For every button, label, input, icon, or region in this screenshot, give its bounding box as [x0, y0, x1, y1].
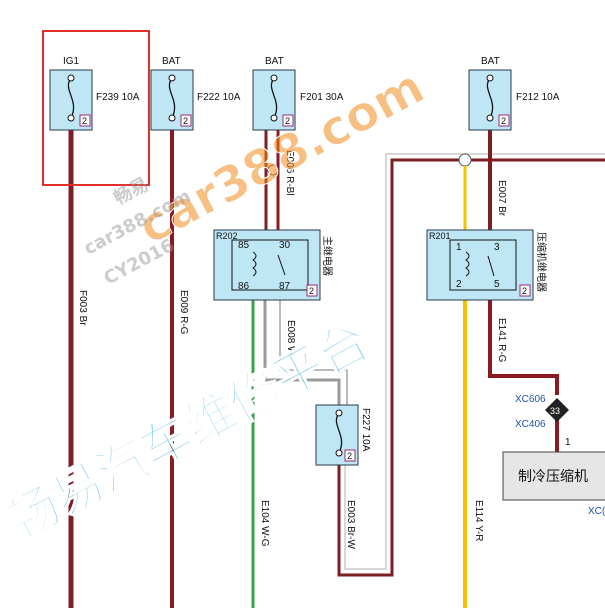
wire-e003-b — [344, 153, 605, 570]
relay-r201-pin-3: 3 — [494, 242, 500, 253]
relay-r201: R201 1 3 2 5 2 压缩机继电器 — [426, 229, 548, 301]
fuse-f227-pin: 2 — [347, 451, 352, 461]
relay-r202-pin: 2 — [309, 286, 314, 296]
wire-label-f003: F003 Br — [77, 290, 88, 326]
fuse-f239: 2 IG1 F239 10A — [49, 56, 140, 131]
connector-right-cut: XC( — [588, 506, 605, 517]
wire-label-e008: E008 W — [285, 320, 296, 356]
fuse-f212-supply: BAT — [481, 56, 500, 67]
relay-r201-pin-5: 5 — [494, 279, 500, 290]
relay-r202-pin-86: 86 — [238, 281, 250, 292]
wire-label-e006: E006 R-Bl — [284, 150, 295, 196]
fuse-f212: 2 BAT F212 10A — [468, 56, 560, 131]
highlight-box — [42, 30, 150, 186]
relay-r201-name: 压缩机继电器 — [535, 232, 548, 292]
fuse-f227-label: F227 10A — [360, 408, 371, 452]
fuse-f239-label: F239 10A — [96, 92, 140, 103]
fuse-f201: 2 BAT F201 30A — [252, 56, 344, 131]
relay-r202-pin-85: 85 — [238, 240, 250, 251]
fuse-f222: 2 BAT F222 10A — [150, 56, 241, 131]
compressor-label: 制冷压缩机 — [518, 469, 588, 485]
wire-label-e114: E114 Y-R — [473, 500, 484, 542]
relay-r201-label: R201 — [429, 231, 451, 241]
wire-e008-b — [279, 300, 348, 405]
wire-label-e141: E141 R-G — [496, 318, 507, 363]
connector-pin: 1 — [565, 437, 571, 448]
relay-r201-pin: 2 — [522, 286, 527, 296]
fuse-f239-pin: 2 — [82, 116, 87, 126]
fuse-f201-pin: 2 — [285, 116, 290, 126]
fuse-f222-label: F222 10A — [197, 92, 241, 103]
wire-e008 — [263, 300, 341, 405]
relay-r202-name: 主继电器 — [321, 236, 334, 276]
relay-r201-pin-1: 1 — [456, 242, 462, 253]
compressor-box: 制冷压缩机 XC( — [502, 451, 605, 517]
wire-label-e003: E003 Br-W — [345, 500, 356, 549]
junction-top — [458, 153, 472, 167]
connector-bottom: XC406 — [515, 419, 546, 430]
connector-badge: 33 — [550, 406, 560, 416]
fuse-f212-label: F212 10A — [516, 92, 560, 103]
fuse-f222-supply: BAT — [162, 56, 181, 67]
fuse-f201-label: F201 30A — [300, 92, 344, 103]
connector-top: XC606 — [515, 394, 546, 405]
relay-r202-pin-30: 30 — [279, 240, 291, 251]
fuse-f212-pin: 2 — [501, 116, 506, 126]
fuse-f201-supply: BAT — [265, 56, 284, 67]
wire-label-e009: E009 R-G — [178, 290, 189, 335]
wire-label-e007: E007 Br — [496, 180, 507, 217]
wire-e003 — [337, 158, 605, 577]
connector-xc606: 33 XC606 XC406 1 — [515, 394, 571, 448]
fuse-f227: 2 F227 10A — [315, 404, 371, 466]
junction-f201 — [267, 164, 279, 176]
fuse-f222-pin: 2 — [183, 116, 188, 126]
relay-r202-label: R202 — [216, 231, 238, 241]
relay-r202: R202 85 30 86 87 2 主继电器 — [213, 229, 334, 301]
fuse-f239-supply: IG1 — [63, 56, 80, 67]
wire-e141 — [488, 300, 559, 395]
wire-label-e104: E104 W-G — [259, 500, 270, 547]
relay-r202-pin-87: 87 — [279, 281, 291, 292]
relay-r201-pin-2: 2 — [456, 279, 462, 290]
